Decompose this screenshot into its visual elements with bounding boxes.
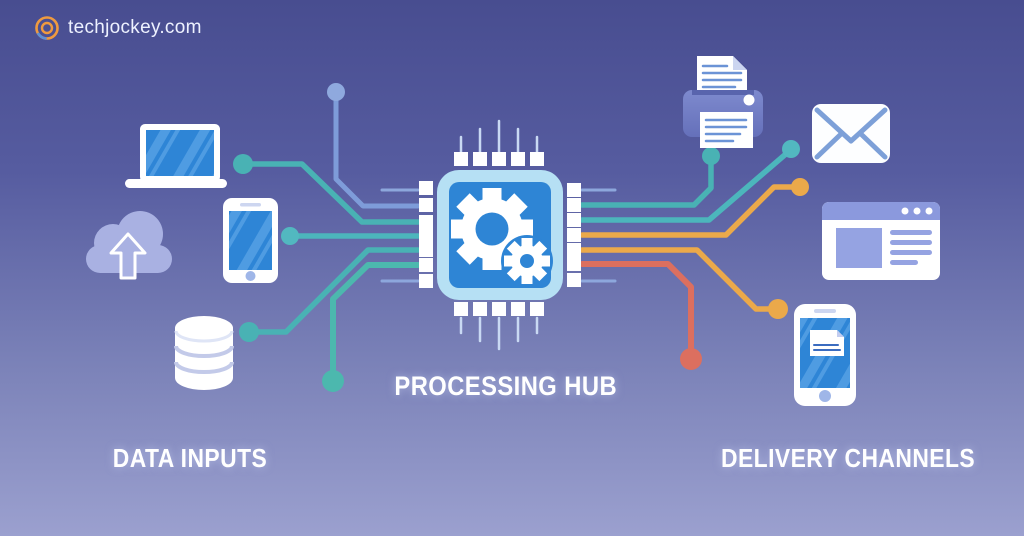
trace-email [579,150,790,223]
trace-dot [327,83,345,101]
trace-bottom-node [330,262,421,379]
logo-text: techjockey.com [68,17,202,38]
cpu-gears-icon [419,119,581,351]
trace-red [579,261,694,355]
trace-database [248,247,421,335]
label-delivery-channels: DELIVERY CHANNELS [721,443,976,473]
trace-laptop [243,161,421,225]
database-icon [174,316,234,390]
trace-dot [680,348,702,370]
trace-dot [782,140,800,158]
trace-top-node [333,94,421,209]
printer-icon [683,56,763,148]
gear-small-icon [501,235,553,287]
email-envelope-icon [812,104,890,163]
logo-swirl-icon [35,16,59,40]
upload-arrow [109,232,147,280]
trace-browser [579,184,797,238]
techjockey-logo: techjockey.com [34,15,202,41]
smartphone-icon [223,198,278,283]
circuit-traces [233,83,809,392]
mobile-message-icon [794,304,856,406]
label-processing-hub: PROCESSING HUB [394,371,618,401]
label-data-inputs: DATA INPUTS [112,443,268,473]
trace-dot [239,322,259,342]
trace-dot [768,299,788,319]
browser-window-icon [822,202,940,280]
laptop-icon [125,124,227,188]
trace-dot [791,178,809,196]
trace-dot [322,370,344,392]
trace-mobile [579,247,775,312]
trace-dot [233,154,253,174]
cloud-upload-icon [86,211,172,280]
trace-dot [702,147,720,165]
trace-dot [281,227,299,245]
trace-printer [579,161,714,208]
